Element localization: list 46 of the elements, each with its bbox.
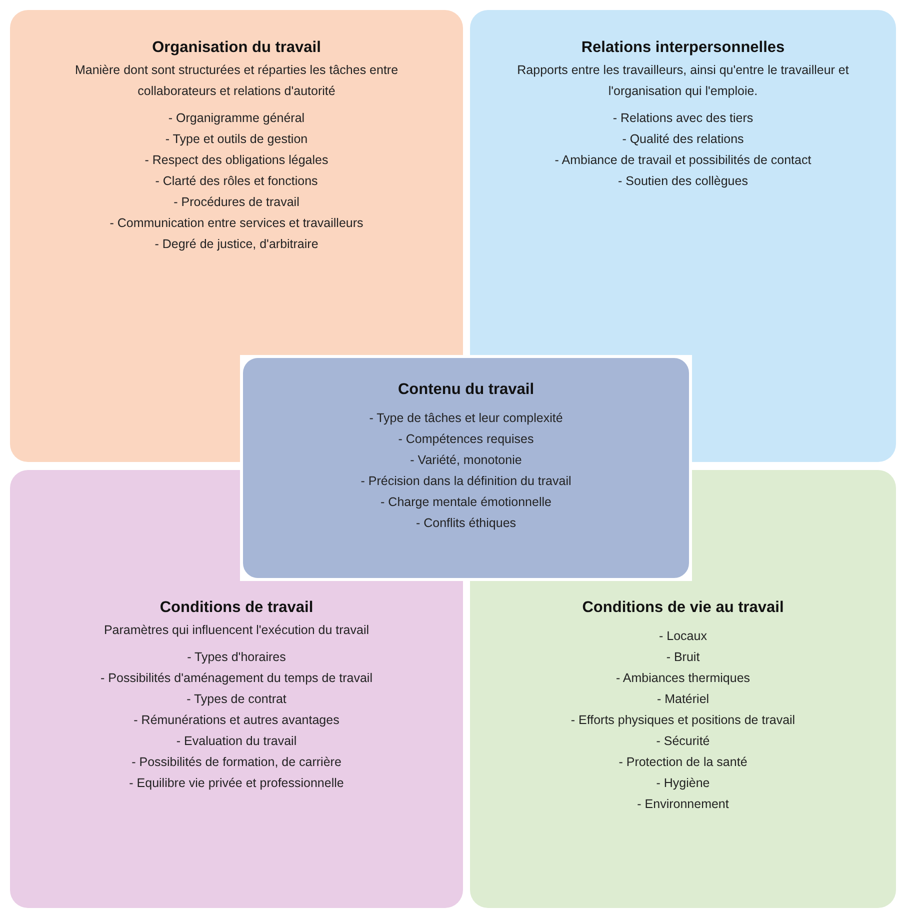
list-item: - Clarté des rôles et fonctions	[155, 173, 318, 190]
list-item: - Equilibre vie privée et professionnelle	[129, 775, 344, 792]
list-item: - Rémunérations et autres avantages	[134, 712, 340, 729]
panel-heading: Contenu du travail	[398, 380, 534, 400]
organisation-panel	[10, 10, 463, 355]
panel-heading: Conditions de travail	[160, 598, 314, 618]
conditions-panel	[10, 581, 463, 908]
list-item: - Hygiène	[656, 775, 710, 792]
panel-heading: Relations interpersonnelles	[581, 38, 785, 58]
list-item: - Protection de la santé	[618, 754, 748, 771]
list-item: - Organigramme général	[168, 110, 305, 127]
content-panel	[240, 355, 692, 581]
list-item: - Variété, monotonie	[410, 452, 522, 469]
list-item: - Respect des obligations légales	[144, 152, 328, 169]
list-item: - Environnement	[637, 796, 729, 813]
list-item: - Degré de justice, d'arbitraire	[154, 236, 318, 253]
panel-description: Paramètres qui influencent l'exécution du travail	[104, 622, 370, 639]
list-item: - Evaluation du travail	[176, 733, 297, 750]
list-item: - Procédures de travail	[174, 194, 300, 211]
list-item: - Précision dans la définition du travail	[360, 473, 572, 490]
list-item: - Locaux	[659, 628, 707, 645]
panel-heading: Conditions de vie au travail	[582, 598, 784, 618]
list-item: - Charge mentale émotionnelle	[380, 494, 552, 511]
list-item: - Ambiances thermiques	[616, 670, 750, 687]
list-item: - Qualité des relations	[622, 131, 744, 148]
panel-heading: Organisation du travail	[152, 38, 321, 58]
list-item: - Possibilités de formation, de carrière	[132, 754, 342, 771]
list-item: - Soutien des collègues	[618, 173, 748, 190]
list-item: - Sécurité	[656, 733, 710, 750]
list-item: - Possibilités d'aménagement du temps de travail	[100, 670, 372, 687]
list-item: - Matériel	[656, 691, 710, 708]
list-item: - Efforts physiques et positions de travail	[570, 712, 796, 729]
list-item: - Relations avec des tiers	[612, 110, 754, 127]
list-item: - Type et outils de gestion	[165, 131, 308, 148]
list-item: - Types d'horaires	[187, 649, 286, 666]
life-conditions-panel	[470, 581, 896, 908]
list-item: - Bruit	[666, 649, 700, 666]
relations-panel	[470, 10, 896, 355]
list-item: - Compétences requises	[398, 431, 534, 448]
list-item: - Ambiance de travail et possibilités de contact	[554, 152, 812, 169]
list-item: - Communication entre services et travailleurs	[110, 215, 364, 232]
panel-description: Rapports entre les travailleurs, ainsi qu'entre le travailleur et l'organisation qui l'emploie.	[516, 62, 850, 100]
list-item: - Type de tâches et leur complexité	[369, 410, 563, 427]
list-item: - Types de contrat	[186, 691, 286, 708]
list-item: - Conflits éthiques	[416, 515, 516, 532]
panel-description: Manière dont sont structurées et réparties les tâches entre collaborateurs et relations d'autorité	[74, 62, 400, 100]
